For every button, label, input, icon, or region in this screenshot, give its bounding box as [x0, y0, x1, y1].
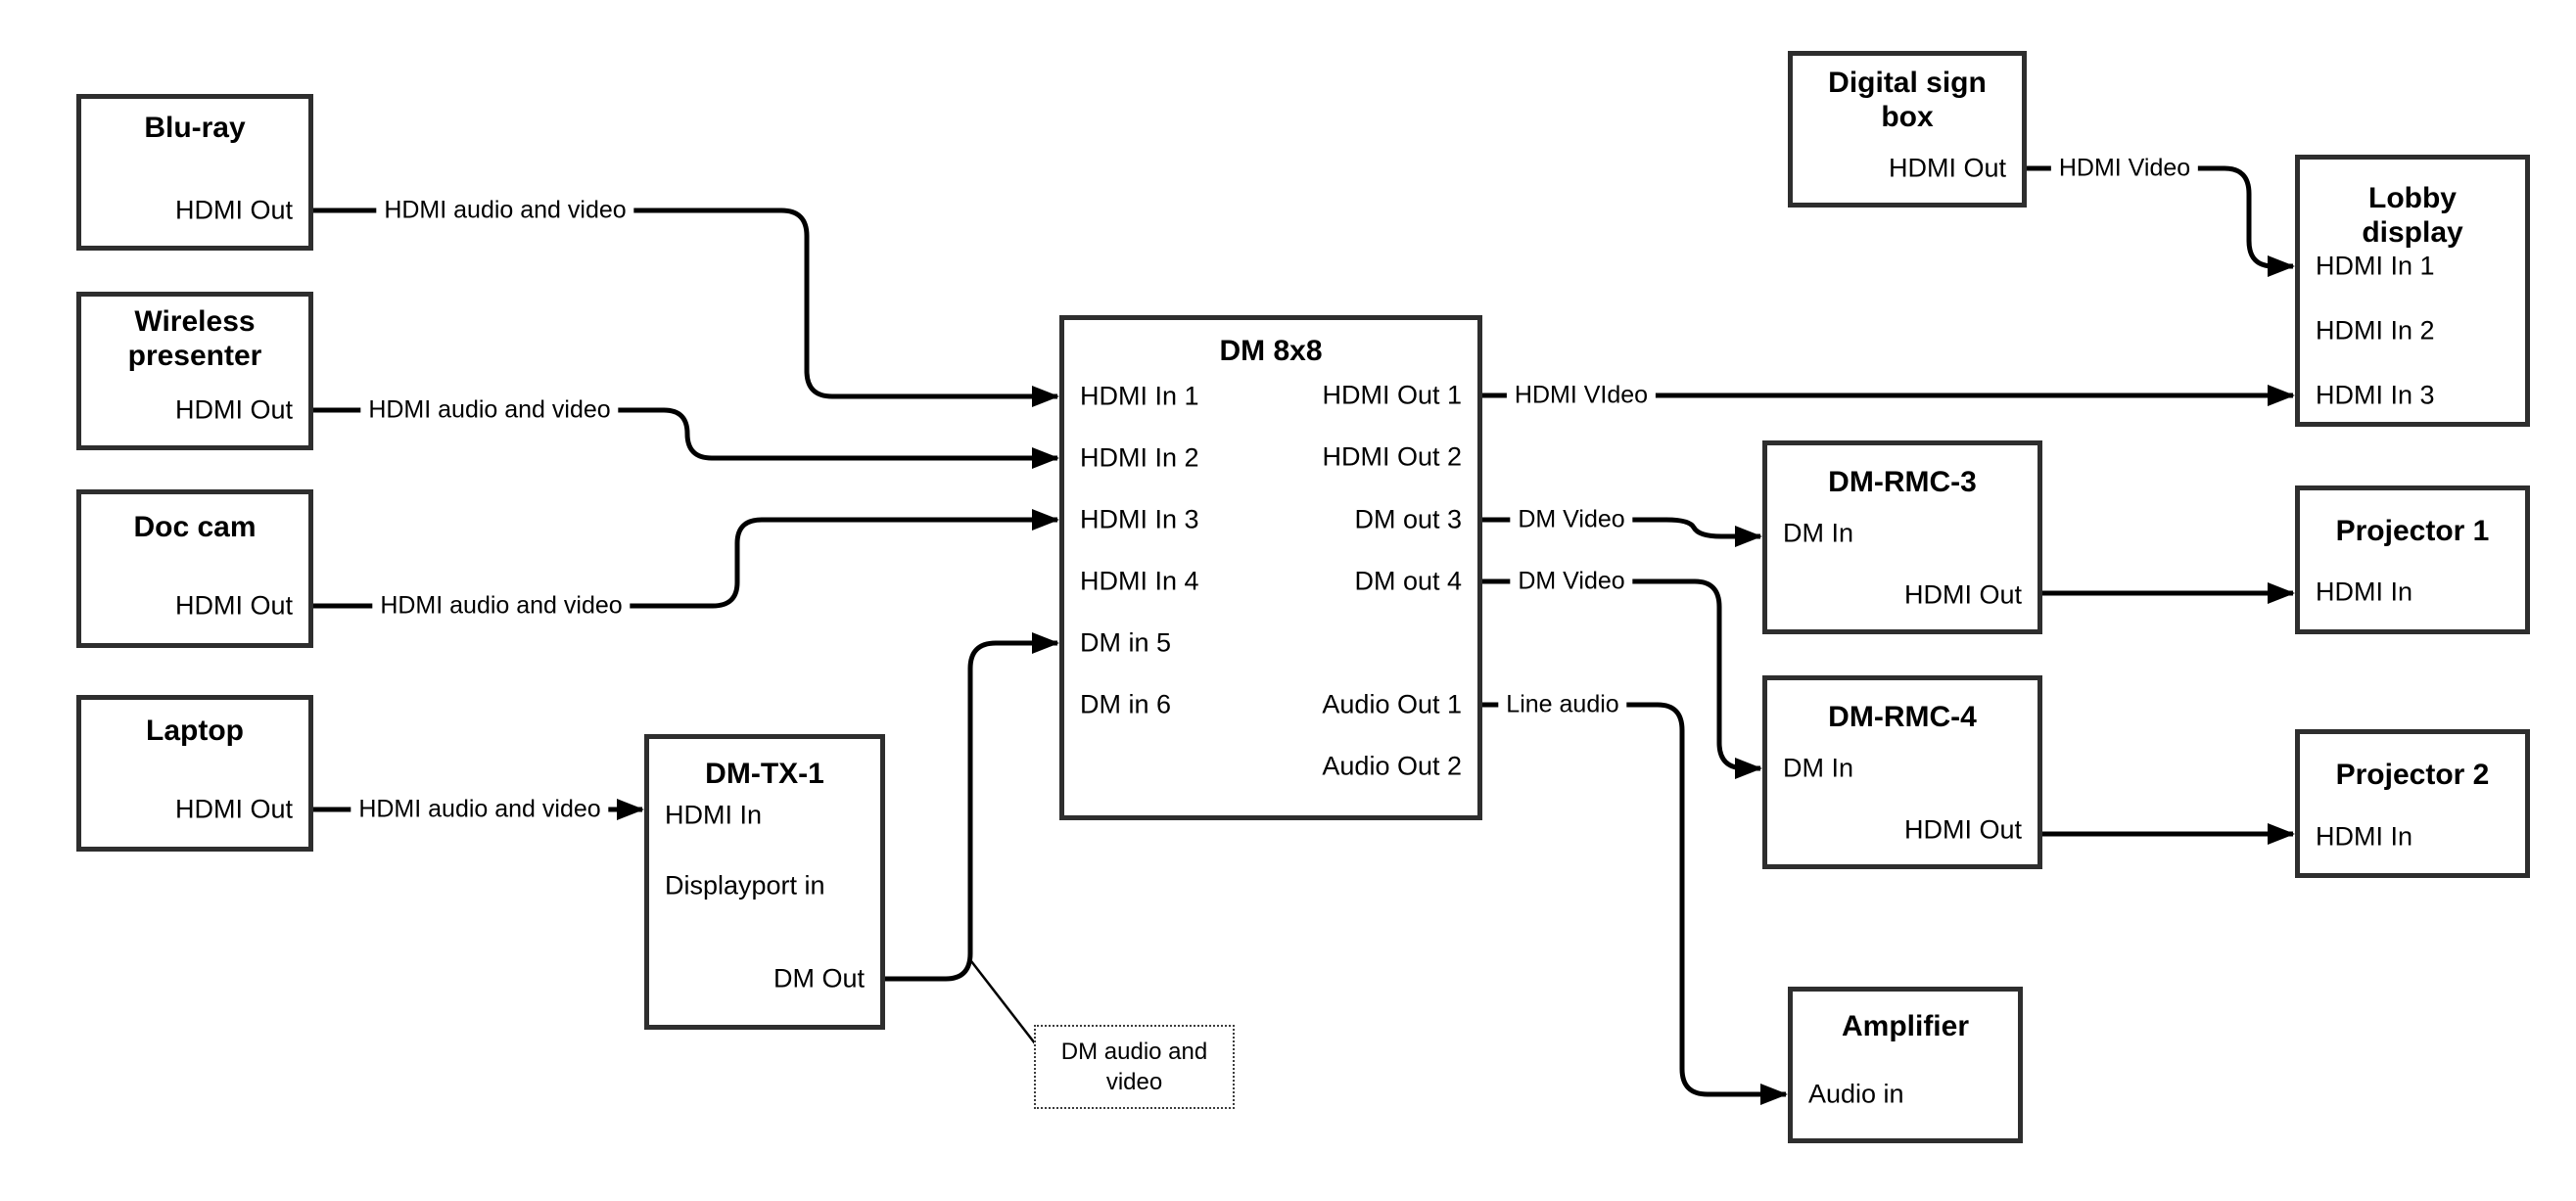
edge-label-laptop-hdmi: HDMI audio and video — [351, 793, 609, 826]
port-dmtx1-displayport-in: Displayport in — [665, 870, 825, 901]
port-dm8x8-hdmi-out-1: HDMI Out 1 — [1322, 380, 1462, 410]
node-lobby-display: Lobby display HDMI In 1 HDMI In 2 HDMI I… — [2295, 155, 2530, 427]
port-doccam-hdmi-out: HDMI Out — [174, 590, 293, 621]
port-wireless-hdmi-out: HDMI Out — [174, 394, 293, 425]
connector-dmtx1-to-dm8x8-in5 — [885, 632, 1059, 982]
node-dmrmc4: DM-RMC-4 DM In HDMI Out — [1762, 675, 2042, 869]
port-projector1-hdmi-in: HDMI In — [2316, 577, 2413, 607]
port-projector2-hdmi-in: HDMI In — [2316, 821, 2413, 852]
port-dm8x8-hdmi-in-3: HDMI In 3 — [1080, 504, 1199, 534]
node-projector2-title: Projector 2 — [2335, 759, 2490, 791]
port-dm8x8-dm-in-5: DM in 5 — [1080, 627, 1172, 658]
connector-digitalsign-to-lobby-in1 — [2027, 165, 2295, 277]
edge-label-dm-video-out4: DM Video — [1510, 565, 1633, 598]
port-dmrmc4-dm-in: DM In — [1783, 753, 1854, 783]
port-dm8x8-audio-out-2: Audio Out 2 — [1322, 751, 1462, 781]
node-lobby-display-title: Lobby display — [2362, 182, 2463, 250]
edge-label-line-audio: Line audio — [1498, 688, 1627, 721]
node-dmrmc3: DM-RMC-3 DM In HDMI Out — [1762, 440, 2042, 634]
port-lobby-hdmi-in-2: HDMI In 2 — [2316, 315, 2435, 346]
node-projector1: Projector 1 HDMI In — [2295, 485, 2530, 634]
port-dm8x8-dm-out-4: DM out 4 — [1354, 566, 1462, 596]
node-laptop-title: Laptop — [146, 715, 244, 747]
connector-bluray-to-dm8x8-in1 — [313, 208, 1059, 407]
node-dmtx1-title: DM-TX-1 — [705, 758, 824, 790]
node-laptop: Laptop HDMI Out — [76, 695, 313, 852]
node-doccam: Doc cam HDMI Out — [76, 489, 313, 648]
node-dmrmc4-title: DM-RMC-4 — [1828, 701, 1977, 733]
node-amplifier-title: Amplifier — [1841, 1010, 1970, 1042]
connector-dm8x8-audioout1-to-amplifier — [1482, 702, 1788, 1105]
port-lobby-hdmi-in-3: HDMI In 3 — [2316, 380, 2435, 410]
port-dm8x8-dm-out-3: DM out 3 — [1354, 504, 1462, 534]
node-amplifier: Amplifier Audio in — [1788, 987, 2023, 1143]
port-digitalsign-hdmi-out: HDMI Out — [1888, 153, 2006, 183]
port-dm8x8-hdmi-in-1: HDMI In 1 — [1080, 381, 1199, 411]
port-laptop-hdmi-out: HDMI Out — [174, 794, 293, 824]
port-amplifier-audio-in: Audio in — [1808, 1079, 1904, 1109]
port-dmtx1-dm-out: DM Out — [773, 963, 865, 993]
node-dm8x8-title: DM 8x8 — [1219, 335, 1323, 367]
node-dm8x8: DM 8x8 HDMI In 1 HDMI In 2 HDMI In 3 HDM… — [1059, 315, 1482, 820]
port-dm8x8-hdmi-out-2: HDMI Out 2 — [1322, 441, 1462, 472]
node-projector2: Projector 2 HDMI In — [2295, 729, 2530, 878]
port-dm8x8-audio-out-1: Audio Out 1 — [1322, 689, 1462, 719]
edge-label-dm-video-out3: DM Video — [1510, 503, 1633, 536]
port-dmrmc3-hdmi-out: HDMI Out — [1903, 579, 2022, 610]
annotation-dm-audio-video-text: DM audio and video — [1060, 1038, 1208, 1095]
port-dm8x8-dm-in-6: DM in 6 — [1080, 689, 1172, 719]
connector-wireless-to-dm8x8-in2 — [313, 407, 1059, 469]
node-wireless-presenter: Wireless presenter HDMI Out — [76, 292, 313, 450]
port-dmrmc4-hdmi-out: HDMI Out — [1903, 814, 2022, 845]
port-dm8x8-hdmi-in-2: HDMI In 2 — [1080, 442, 1199, 473]
port-dm8x8-hdmi-in-4: HDMI In 4 — [1080, 566, 1199, 596]
node-doccam-title: Doc cam — [133, 511, 257, 543]
node-dmrmc3-title: DM-RMC-3 — [1828, 466, 1977, 498]
annotation-leader-line — [970, 960, 1036, 1044]
edge-label-hdmi-video-out1: HDMI VIdeo — [1506, 379, 1657, 412]
port-dmtx1-hdmi-in: HDMI In — [665, 800, 763, 830]
node-bluray-title: Blu-ray — [144, 112, 246, 144]
annotation-dm-audio-video: DM audio and video — [1034, 1025, 1235, 1109]
port-dmrmc3-dm-in: DM In — [1783, 518, 1854, 548]
edge-label-doccam-hdmi: HDMI audio and video — [372, 589, 631, 623]
edge-label-bluray-hdmi: HDMI audio and video — [376, 194, 634, 227]
connector-dm8x8-dmout4-to-dmrmc4 — [1482, 578, 1762, 779]
node-digitalsign: Digital sign box HDMI Out — [1788, 51, 2027, 208]
edge-label-digitalsign-hdmi: HDMI Video — [2050, 152, 2199, 185]
node-wireless-presenter-title: Wireless presenter — [127, 305, 262, 373]
port-lobby-hdmi-in-1: HDMI In 1 — [2316, 251, 2435, 281]
node-dmtx1: DM-TX-1 HDMI In Displayport in DM Out — [644, 734, 885, 1030]
node-projector1-title: Projector 1 — [2335, 515, 2490, 547]
edge-label-wireless-hdmi: HDMI audio and video — [360, 393, 619, 427]
connector-dm8x8-dmout3-to-dmrmc3 — [1482, 517, 1762, 547]
node-digitalsign-title: Digital sign box — [1828, 67, 1987, 134]
node-bluray: Blu-ray HDMI Out — [76, 94, 313, 251]
port-bluray-hdmi-out: HDMI Out — [174, 195, 293, 225]
connector-doccam-to-dm8x8-in3 — [313, 509, 1059, 609]
